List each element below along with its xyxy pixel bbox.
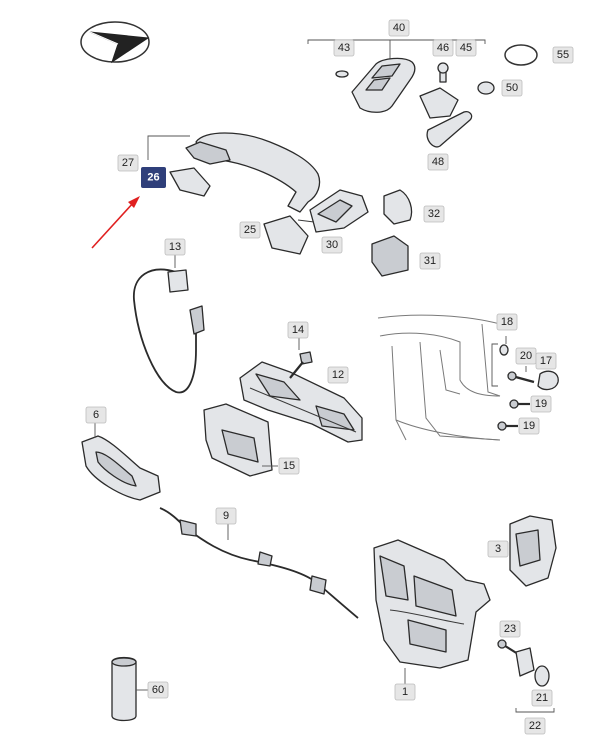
- part-label-12: 12: [327, 366, 349, 384]
- svg-text:27: 27: [122, 157, 134, 169]
- svg-text:15: 15: [283, 460, 295, 472]
- paper-plane-icon: [80, 21, 150, 64]
- svg-text:25: 25: [244, 224, 256, 236]
- door-lock-1: [373, 539, 491, 684]
- svg-text:22: 22: [529, 720, 541, 732]
- svg-text:9: 9: [223, 510, 229, 522]
- part-label-14: 14: [287, 321, 309, 339]
- svg-text:43: 43: [338, 42, 350, 54]
- inner-handle-6: [81, 423, 161, 501]
- svg-text:19: 19: [523, 420, 535, 432]
- svg-text:18: 18: [501, 316, 513, 328]
- svg-text:55: 55: [557, 49, 569, 61]
- part-label-45: 45: [455, 39, 477, 57]
- svg-text:32: 32: [428, 208, 440, 220]
- svg-text:26: 26: [147, 172, 159, 184]
- part-label-1: 1: [394, 683, 416, 701]
- part-label-27: 27: [117, 154, 139, 172]
- svg-text:60: 60: [152, 684, 164, 696]
- part-label-22: 22: [524, 717, 546, 735]
- part-label-18: 18: [496, 313, 518, 331]
- part-label-43: 43: [333, 39, 355, 57]
- svg-text:17: 17: [540, 355, 552, 367]
- svg-text:50: 50: [506, 82, 518, 94]
- car-body-pillar: [377, 314, 501, 441]
- part-label-55: 55: [552, 46, 574, 64]
- cap-and-screw-group: [497, 639, 555, 713]
- svg-text:48: 48: [432, 156, 444, 168]
- part-label-25: 25: [239, 221, 261, 239]
- svg-text:1: 1: [402, 686, 408, 698]
- red-arrow-icon: [91, 196, 140, 249]
- svg-text:40: 40: [393, 22, 405, 34]
- part-label-21: 21: [531, 689, 553, 707]
- svg-text:13: 13: [169, 241, 181, 253]
- part-label-20: 20: [515, 347, 537, 365]
- part-label-30: 30: [321, 236, 343, 254]
- lock-bracket-3: [509, 515, 557, 587]
- outer-handle-group: [147, 132, 413, 277]
- svg-text:20: 20: [520, 350, 532, 362]
- part-label-48: 48: [427, 153, 449, 171]
- part-label-50: 50: [501, 79, 523, 97]
- svg-text:31: 31: [424, 255, 436, 267]
- part-label-60: 60: [147, 681, 169, 699]
- part-label-46: 46: [432, 39, 454, 57]
- svg-text:21: 21: [536, 692, 548, 704]
- part-label-32: 32: [423, 205, 445, 223]
- grease-tube-60: [111, 656, 148, 722]
- svg-text:46: 46: [437, 42, 449, 54]
- bowden-cable-13: [133, 253, 205, 394]
- key-assembly: [307, 39, 538, 148]
- svg-text:45: 45: [460, 42, 472, 54]
- svg-text:14: 14: [292, 324, 304, 336]
- part-label-15: 15: [278, 457, 300, 475]
- part-label-17: 17: [535, 352, 557, 370]
- bowden-cable-9: [159, 507, 359, 619]
- svg-text:12: 12: [332, 369, 344, 381]
- part-label-9: 9: [215, 507, 237, 525]
- part-label-3: 3: [487, 540, 509, 558]
- handle-carrier-group: [203, 337, 363, 477]
- svg-text:6: 6: [93, 409, 99, 421]
- part-label-26: 26: [141, 167, 166, 188]
- part-label-13: 13: [164, 238, 186, 256]
- svg-text:19: 19: [535, 398, 547, 410]
- part-label-19a: 19: [530, 395, 552, 413]
- part-label-23: 23: [499, 620, 521, 638]
- part-label-40: 40: [388, 19, 410, 37]
- part-label-6: 6: [85, 406, 107, 424]
- svg-text:3: 3: [495, 543, 501, 555]
- svg-text:30: 30: [326, 239, 338, 251]
- part-label-31: 31: [419, 252, 441, 270]
- svg-text:23: 23: [504, 623, 516, 635]
- part-label-19b: 19: [518, 417, 540, 435]
